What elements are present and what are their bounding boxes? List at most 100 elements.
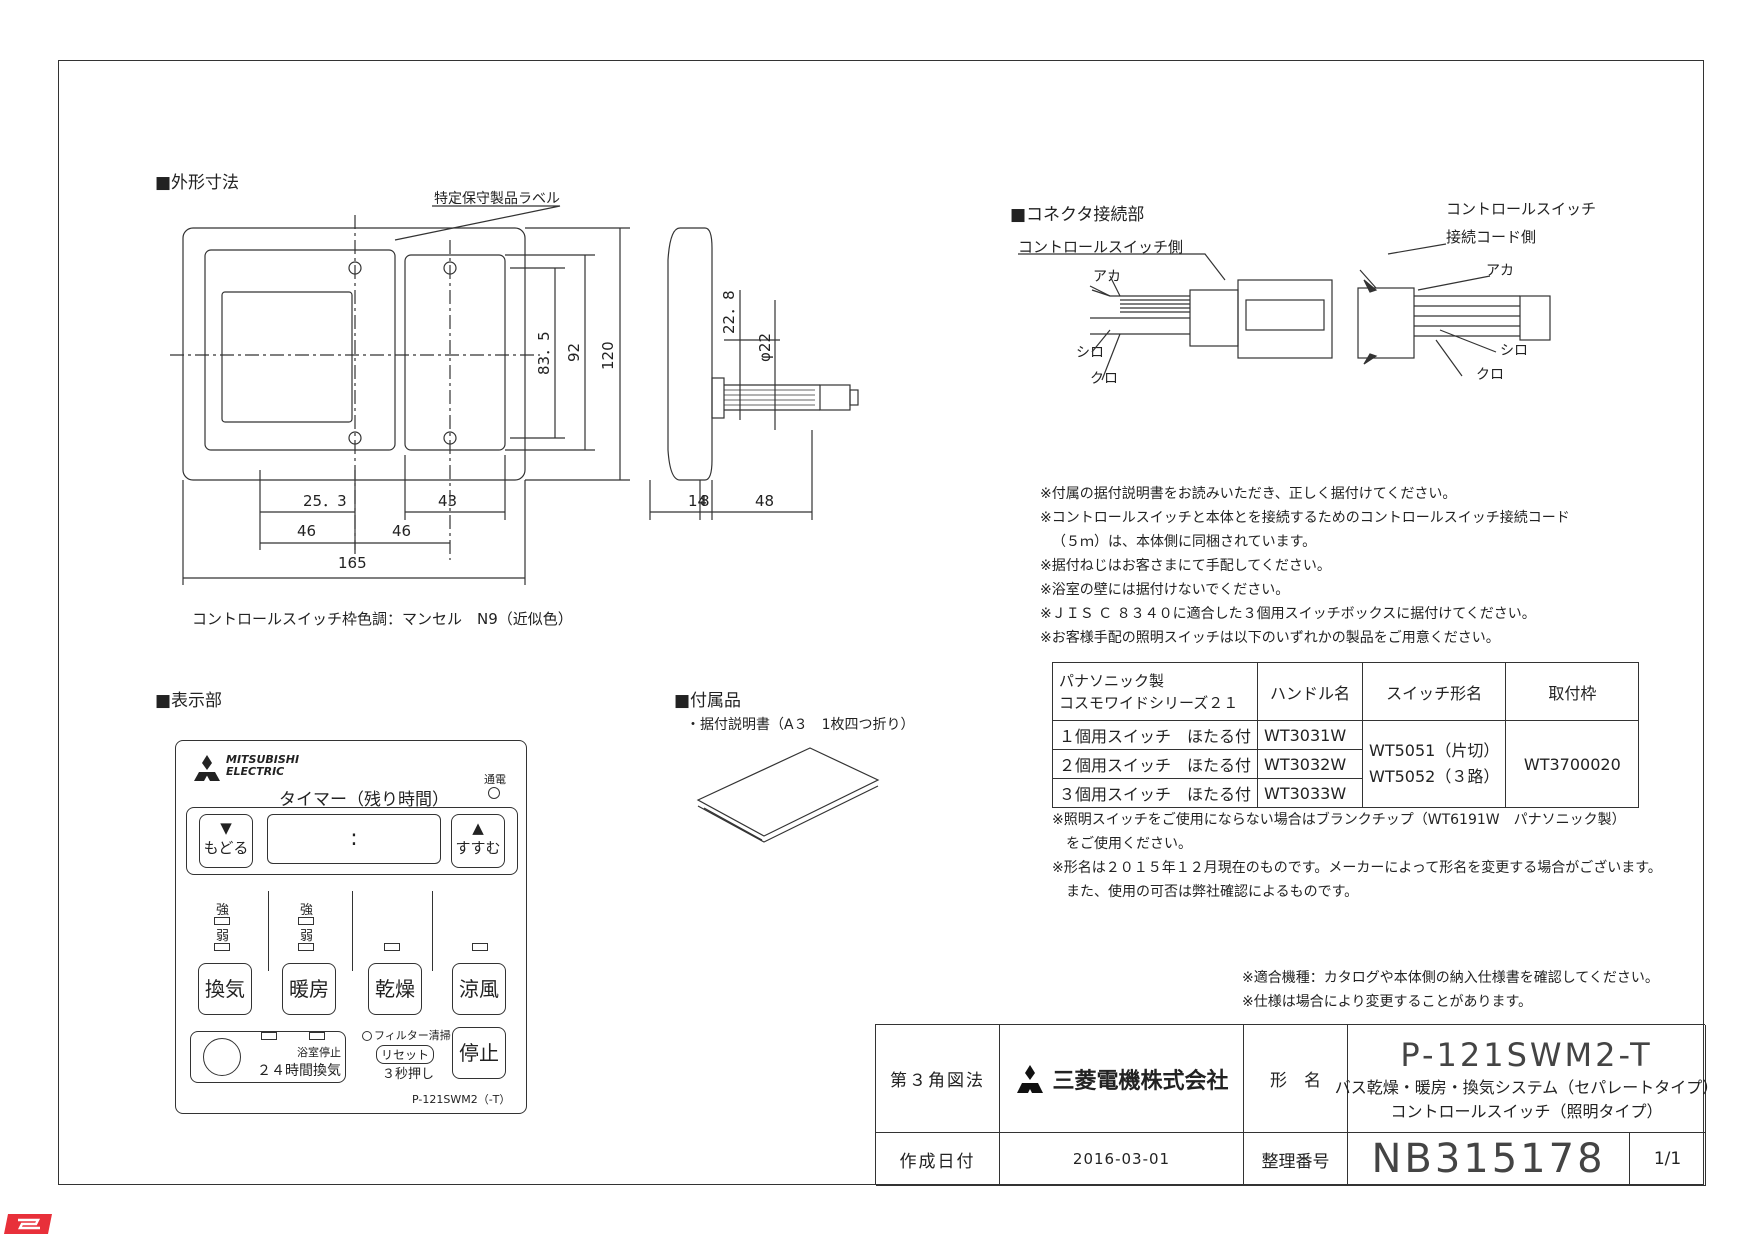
table-cell: WT3032W: [1257, 749, 1364, 779]
note-line: ※照明スイッチをご使用にならない場合はブランクチップ（WT6191W パナソニッ…: [1052, 812, 1626, 828]
section-accessory-title: ■付属品: [674, 691, 742, 711]
model-cell: P-121SWM2-T バス乾燥・暖房・換気システム（セパレートタイプ） コント…: [1335, 1025, 1718, 1133]
company-cell: 三菱電機株式会社: [1000, 1025, 1244, 1133]
model-number: P-121SWM2-T: [1400, 1035, 1653, 1074]
back-label: もどる: [203, 839, 249, 857]
drying-button[interactable]: 乾燥: [368, 963, 422, 1015]
panel-model-label: P-121SWM2（-T）: [412, 1093, 511, 1106]
section-display-title: ■表示部: [155, 691, 223, 711]
wire-white-left: シロ: [1076, 345, 1104, 361]
cord-side-label-2: 接続コード側: [1446, 228, 1537, 246]
company-name: 三菱電機株式会社: [1052, 1068, 1229, 1094]
frame-color-note: コントロールスイッチ枠色調：マンセル N9（近似色）: [192, 610, 573, 628]
dim-46a: 46: [297, 522, 316, 540]
note-line: ※形名は２０１５年１２月現在のものです。メーカーによって形名を変更する場合がござ…: [1052, 860, 1662, 876]
hold-3s-label: ３秒押し: [382, 1067, 435, 1082]
cooling-button[interactable]: 涼風: [452, 963, 506, 1015]
note-line: ※付属の据付説明書をお読みいただき、正しく据付けてください。: [1040, 486, 1457, 502]
wire-black-right: クロ: [1476, 367, 1504, 383]
ventilation-24h-label: ２４時間換気: [257, 1063, 341, 1079]
dim-25-3: 25．3: [303, 492, 347, 510]
weak-label: 弱: [300, 929, 314, 944]
power-label: 通電: [484, 773, 506, 786]
number-cell: NB315178: [1348, 1133, 1630, 1186]
cord-side-label-1: コントロールスイッチ: [1446, 200, 1597, 218]
separator: [432, 891, 434, 971]
switch-table: パナソニック製コスモワイドシリーズ２１ ハンドル名 スイッチ形名 取付枠 １個用…: [1051, 662, 1640, 808]
page-cell: 1/1: [1630, 1133, 1706, 1186]
note-line: ※ＪＩＳ Ｃ ８３４０に適合した３個用スイッチボックスに据付けてください。: [1040, 606, 1536, 622]
table-cell: １個用スイッチ ほたる付: [1051, 720, 1259, 750]
dim-46b: 46: [392, 522, 411, 540]
header-maker: パナソニック製: [1059, 671, 1165, 690]
model-desc-2: コントロールスイッチ（照明タイプ）: [1390, 1101, 1663, 1121]
date-label-cell: 作成日付: [876, 1133, 1000, 1186]
indicator-weak: [298, 943, 314, 951]
note-line: をご使用ください。: [1052, 836, 1192, 852]
stop-button[interactable]: 停止: [452, 1027, 506, 1079]
ventilation-24h-button[interactable]: 浴室停止 ２４時間換気: [190, 1031, 346, 1083]
dim-83-5: 83．5: [535, 331, 553, 375]
note-line: （５ｍ）は、本体側に同梱されています。: [1052, 534, 1317, 550]
table-cell-frame: WT3700020: [1505, 720, 1640, 808]
table-cell: ２個用スイッチ ほたる付: [1051, 749, 1259, 779]
separator: [268, 891, 270, 971]
filter-indicator-icon: [362, 1031, 372, 1041]
model-label-cell: 形 名: [1244, 1025, 1348, 1133]
indicator-weak: [214, 943, 230, 951]
weak-label: 弱: [216, 929, 230, 944]
table-header: パナソニック製コスモワイドシリーズ２１: [1051, 662, 1259, 721]
table-header: ハンドル名: [1257, 662, 1364, 721]
indicator-strong: [214, 917, 230, 925]
timer-label: タイマー（残り時間）: [279, 790, 449, 810]
strong-label: 強: [300, 903, 314, 918]
note-line: ※お客様手配の照明スイッチは以下のいずれかの製品をご用意ください。: [1040, 630, 1500, 646]
notes-bottom-block: ※適合機種：カタログや本体側の納入仕様書を確認してください。 ※仕様は場合により…: [1242, 966, 1659, 1014]
back-button[interactable]: ▼ もどる: [199, 814, 253, 868]
dim-8: 8: [700, 492, 710, 510]
wire-black-left: クロ: [1090, 371, 1118, 387]
switch-model-2: WT5052（３路）: [1369, 767, 1500, 786]
timer-display: :: [267, 814, 441, 864]
ventilation-button[interactable]: 換気: [198, 963, 252, 1015]
manual-icon: [696, 747, 880, 843]
dim-165: 165: [338, 554, 367, 572]
table-row: １個用スイッチ ほたる付 WT3031W WT5051（片切） WT5052（３…: [1051, 720, 1640, 808]
accessory-item: ・据付説明書（A３ 1枚四つ折り）: [686, 717, 915, 733]
indicator-cooling: [472, 943, 488, 951]
mitsubishi-logo-icon: [190, 755, 224, 781]
forward-button[interactable]: ▲ すすむ: [451, 814, 505, 868]
switch-model-1: WT5051（片切）: [1369, 741, 1500, 760]
table-row: ３個用スイッチ ほたる付 WT3033W: [1051, 778, 1639, 808]
power-indicator-icon: [488, 787, 500, 799]
model-desc-1: バス乾燥・暖房・換気システム（セパレートタイプ）: [1334, 1077, 1719, 1097]
note-line: ※据付ねじはお客さまにて手配してください。: [1040, 558, 1331, 574]
wire-red-right: アカ: [1486, 263, 1514, 279]
note-line: また、使用の可否は弊社確認によるものです。: [1052, 884, 1359, 900]
table-header: スイッチ形名: [1362, 662, 1507, 721]
dim-22-phi: φ22: [756, 333, 774, 362]
round-button-icon: [203, 1038, 241, 1076]
header-series: コスモワイドシリーズ２１: [1059, 693, 1239, 712]
projection-cell: 第３角図法: [876, 1025, 1000, 1133]
dim-14: 14: [688, 492, 707, 510]
strong-label: 強: [216, 903, 230, 918]
notes-block: ※付属の据付説明書をお読みいただき、正しく据付けてください。 ※コントロールスイ…: [1040, 482, 1570, 650]
number-label-cell: 整理番号: [1244, 1133, 1348, 1186]
section-connector-title: ■コネクタ接続部: [1010, 205, 1145, 225]
corner-logo-icon: [4, 1212, 56, 1236]
dim-92: 92: [565, 343, 583, 362]
notes-after-block: ※照明スイッチをご使用にならない場合はブランクチップ（WT6191W パナソニッ…: [1052, 808, 1662, 904]
heating-button[interactable]: 暖房: [282, 963, 336, 1015]
dim-48: 48: [755, 492, 774, 510]
wire-white-right: シロ: [1500, 343, 1528, 359]
drawing-frame: [58, 60, 1704, 1185]
down-arrow-icon: ▼: [220, 819, 232, 837]
note-line: ※仕様は場合により変更することがあります。: [1242, 994, 1533, 1010]
dim-120: 120: [599, 341, 617, 370]
table-cell: ３個用スイッチ ほたる付: [1051, 778, 1259, 808]
date-cell: 2016-03-01: [1000, 1133, 1244, 1186]
up-arrow-icon: ▲: [472, 819, 484, 837]
